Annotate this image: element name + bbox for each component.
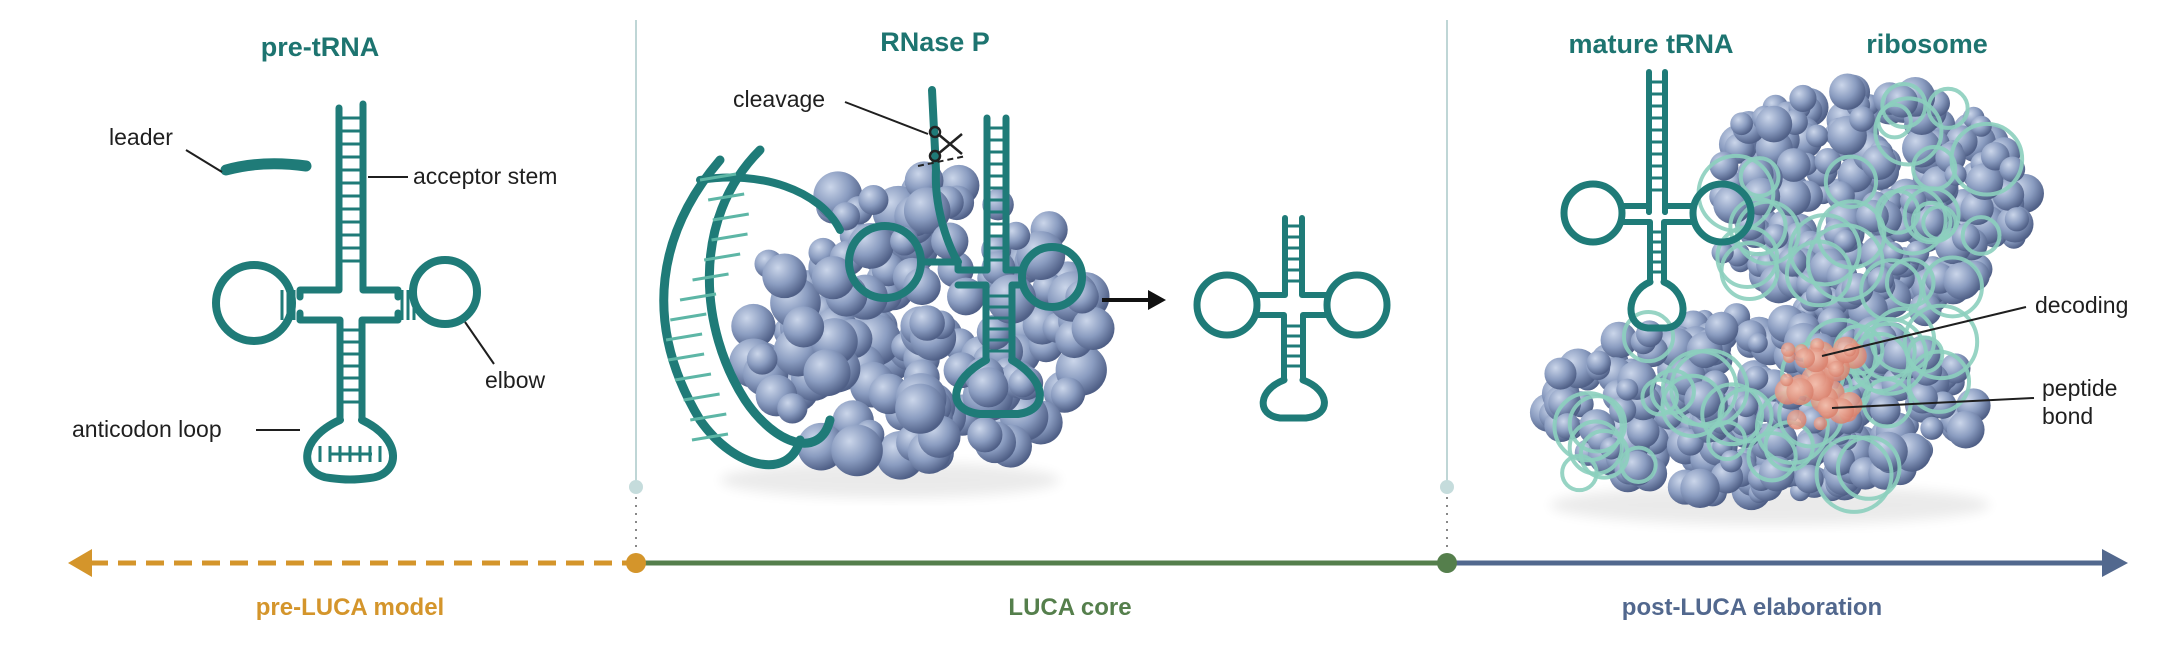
- anticodon-loop-label: anticodon loop: [72, 416, 222, 442]
- anticodon-loop: [303, 416, 397, 484]
- separator-dot: [629, 480, 643, 494]
- d-loop: [212, 261, 296, 345]
- decoding-line: [1821, 306, 2027, 357]
- protein-shadow: [720, 462, 1060, 498]
- scissors-icon: [928, 125, 963, 163]
- substrate-anticodon-loop: [952, 356, 1044, 418]
- peptide-line: [1831, 397, 2035, 409]
- cleavage-label: cleavage: [733, 86, 825, 112]
- arrow-right-icon: [1102, 290, 1166, 310]
- cleavage-dashed-line: [917, 155, 967, 167]
- elbow-line: [464, 321, 495, 365]
- rnase-p-title: RNase P: [880, 27, 990, 57]
- cleaved-trna: [1193, 215, 1391, 422]
- arrow-right-timeline-icon: [2102, 549, 2128, 577]
- arrow-left-icon: [68, 549, 92, 577]
- mature-trna: [1560, 69, 1755, 332]
- peptide-bond-label-1: peptide: [2042, 375, 2117, 401]
- stem-rungs: [280, 290, 416, 462]
- rnase-p-complex: [659, 86, 1115, 498]
- leader-label: leader: [109, 124, 173, 150]
- ribosome-complex: [1529, 73, 2044, 525]
- ribosome-title: ribosome: [1866, 29, 1988, 59]
- substrate-leader: [928, 86, 962, 266]
- luca-start-marker: [626, 553, 646, 573]
- luca-core-label: LUCA core: [1008, 594, 1131, 621]
- pre-trna-structure: [212, 100, 481, 484]
- elbow-label: elbow: [485, 367, 545, 393]
- rnase-p-protein: [729, 161, 1115, 480]
- leader-line: [185, 149, 223, 173]
- acceptor-stem-label: acceptor stem: [413, 163, 557, 189]
- timeline: pre-LUCA model LUCA core post-LUCA elabo…: [68, 549, 2128, 621]
- ribosomal-rna: [1552, 82, 2025, 514]
- cleavage-line: [844, 101, 929, 135]
- peptide-bond-label-2: bond: [2042, 403, 2093, 429]
- pre-trna-title: pre-tRNA: [261, 32, 380, 62]
- rnase-p-rna-helix: [659, 145, 844, 470]
- post-luca-label: post-LUCA elaboration: [1622, 594, 1882, 621]
- trna-body: [296, 268, 402, 369]
- luca-end-marker: [1437, 553, 1457, 573]
- mature-trna-title: mature tRNA: [1568, 29, 1733, 59]
- separator-dot: [1440, 480, 1454, 494]
- acceptor-stem: [335, 100, 367, 276]
- t-loop: [409, 256, 481, 328]
- active-site: [1774, 336, 1867, 431]
- decoding-label: decoding: [2035, 292, 2128, 318]
- leader-strand: [220, 158, 312, 176]
- pre-luca-label: pre-LUCA model: [256, 594, 444, 621]
